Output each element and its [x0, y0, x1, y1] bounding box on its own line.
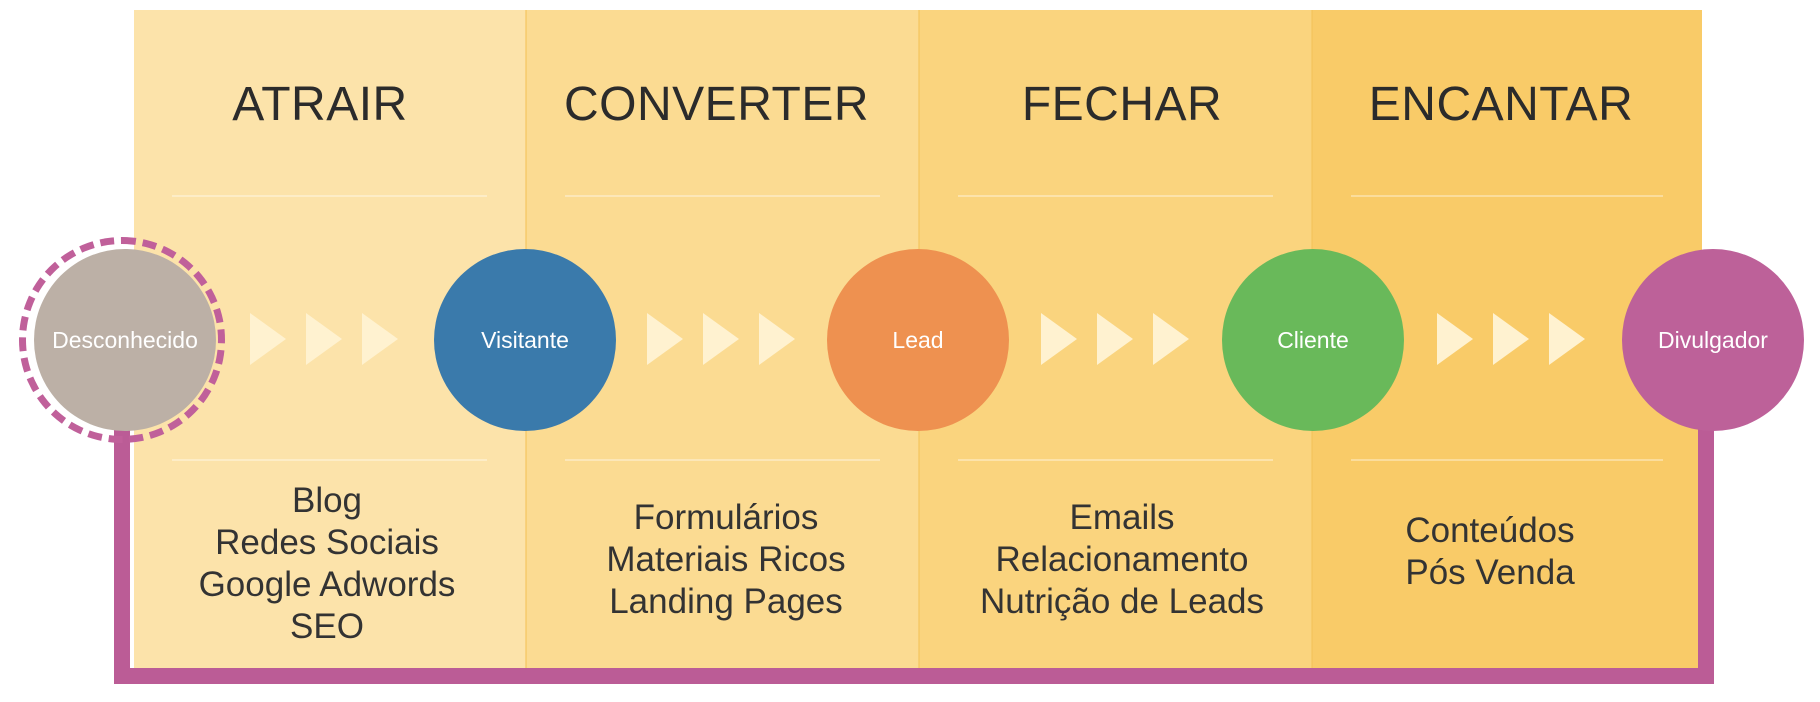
stage-item: Emails [1069, 498, 1175, 537]
items-separator [958, 459, 1273, 461]
chevron-right-icon [1493, 313, 1529, 365]
header-separator [1351, 195, 1663, 197]
chevron-right-icon [1153, 313, 1189, 365]
stage-item: Redes Sociais [215, 523, 439, 562]
dashed-ring-icon [19, 237, 225, 443]
node-divulgador: Divulgador [1622, 249, 1804, 431]
chevron-right-icon [1549, 313, 1585, 365]
node-label: Cliente [1277, 326, 1349, 353]
stage-items-atrair: Blog Redes Sociais Google Adwords SEO [134, 480, 520, 648]
items-separator [565, 459, 880, 461]
stage-item: Landing Pages [609, 582, 843, 621]
header-separator [172, 195, 487, 197]
stage-title-atrair: ATRAIR [232, 78, 408, 131]
stage-items-fechar: Emails Relacionamento Nutrição de Leads [919, 497, 1325, 623]
stage-item: Nutrição de Leads [979, 582, 1265, 621]
chevron-right-icon [250, 313, 286, 365]
stage-item: Blog [291, 481, 363, 520]
chevron-right-icon [759, 313, 795, 365]
stage-item: Materiais Ricos [606, 540, 846, 579]
header-separator [565, 195, 880, 197]
node-lead: Lead [827, 249, 1009, 431]
node-label: Desconhecido [52, 326, 198, 353]
stage-item: Formulários [633, 498, 819, 537]
stage-items-encantar: Conteúdos Pós Venda [1312, 510, 1668, 594]
node-label: Visitante [481, 326, 569, 353]
stage-item: Google Adwords [198, 565, 456, 604]
stage-items-converter: Formulários Materiais Ricos Landing Page… [526, 497, 926, 623]
stage-title-encantar: ENCANTAR [1368, 78, 1634, 131]
chevron-right-icon [362, 313, 398, 365]
items-separator [172, 459, 487, 461]
node-label: Lead [892, 326, 944, 353]
stage-item: SEO [290, 607, 364, 646]
loop-line-bottom [114, 668, 1714, 684]
loop-line-left [114, 410, 130, 684]
node-visitante: Visitante [434, 249, 616, 431]
chevron-right-icon [647, 313, 683, 365]
node-label: Divulgador [1658, 326, 1768, 353]
stage-title-converter: CONVERTER [564, 78, 869, 131]
stage-item: Pós Venda [1405, 553, 1575, 592]
chevron-right-icon [306, 313, 342, 365]
node-desconhecido: Desconhecido [34, 249, 216, 431]
header-separator [958, 195, 1273, 197]
chevron-right-icon [1041, 313, 1077, 365]
chevron-right-icon [703, 313, 739, 365]
stage-title-fechar: FECHAR [1021, 78, 1223, 131]
node-cliente: Cliente [1222, 249, 1404, 431]
stage-item: Conteúdos [1405, 511, 1575, 550]
chevron-right-icon [1097, 313, 1133, 365]
items-separator [1351, 459, 1663, 461]
stage-item: Relacionamento [995, 540, 1249, 579]
chevron-right-icon [1437, 313, 1473, 365]
loop-line-right [1698, 410, 1714, 684]
